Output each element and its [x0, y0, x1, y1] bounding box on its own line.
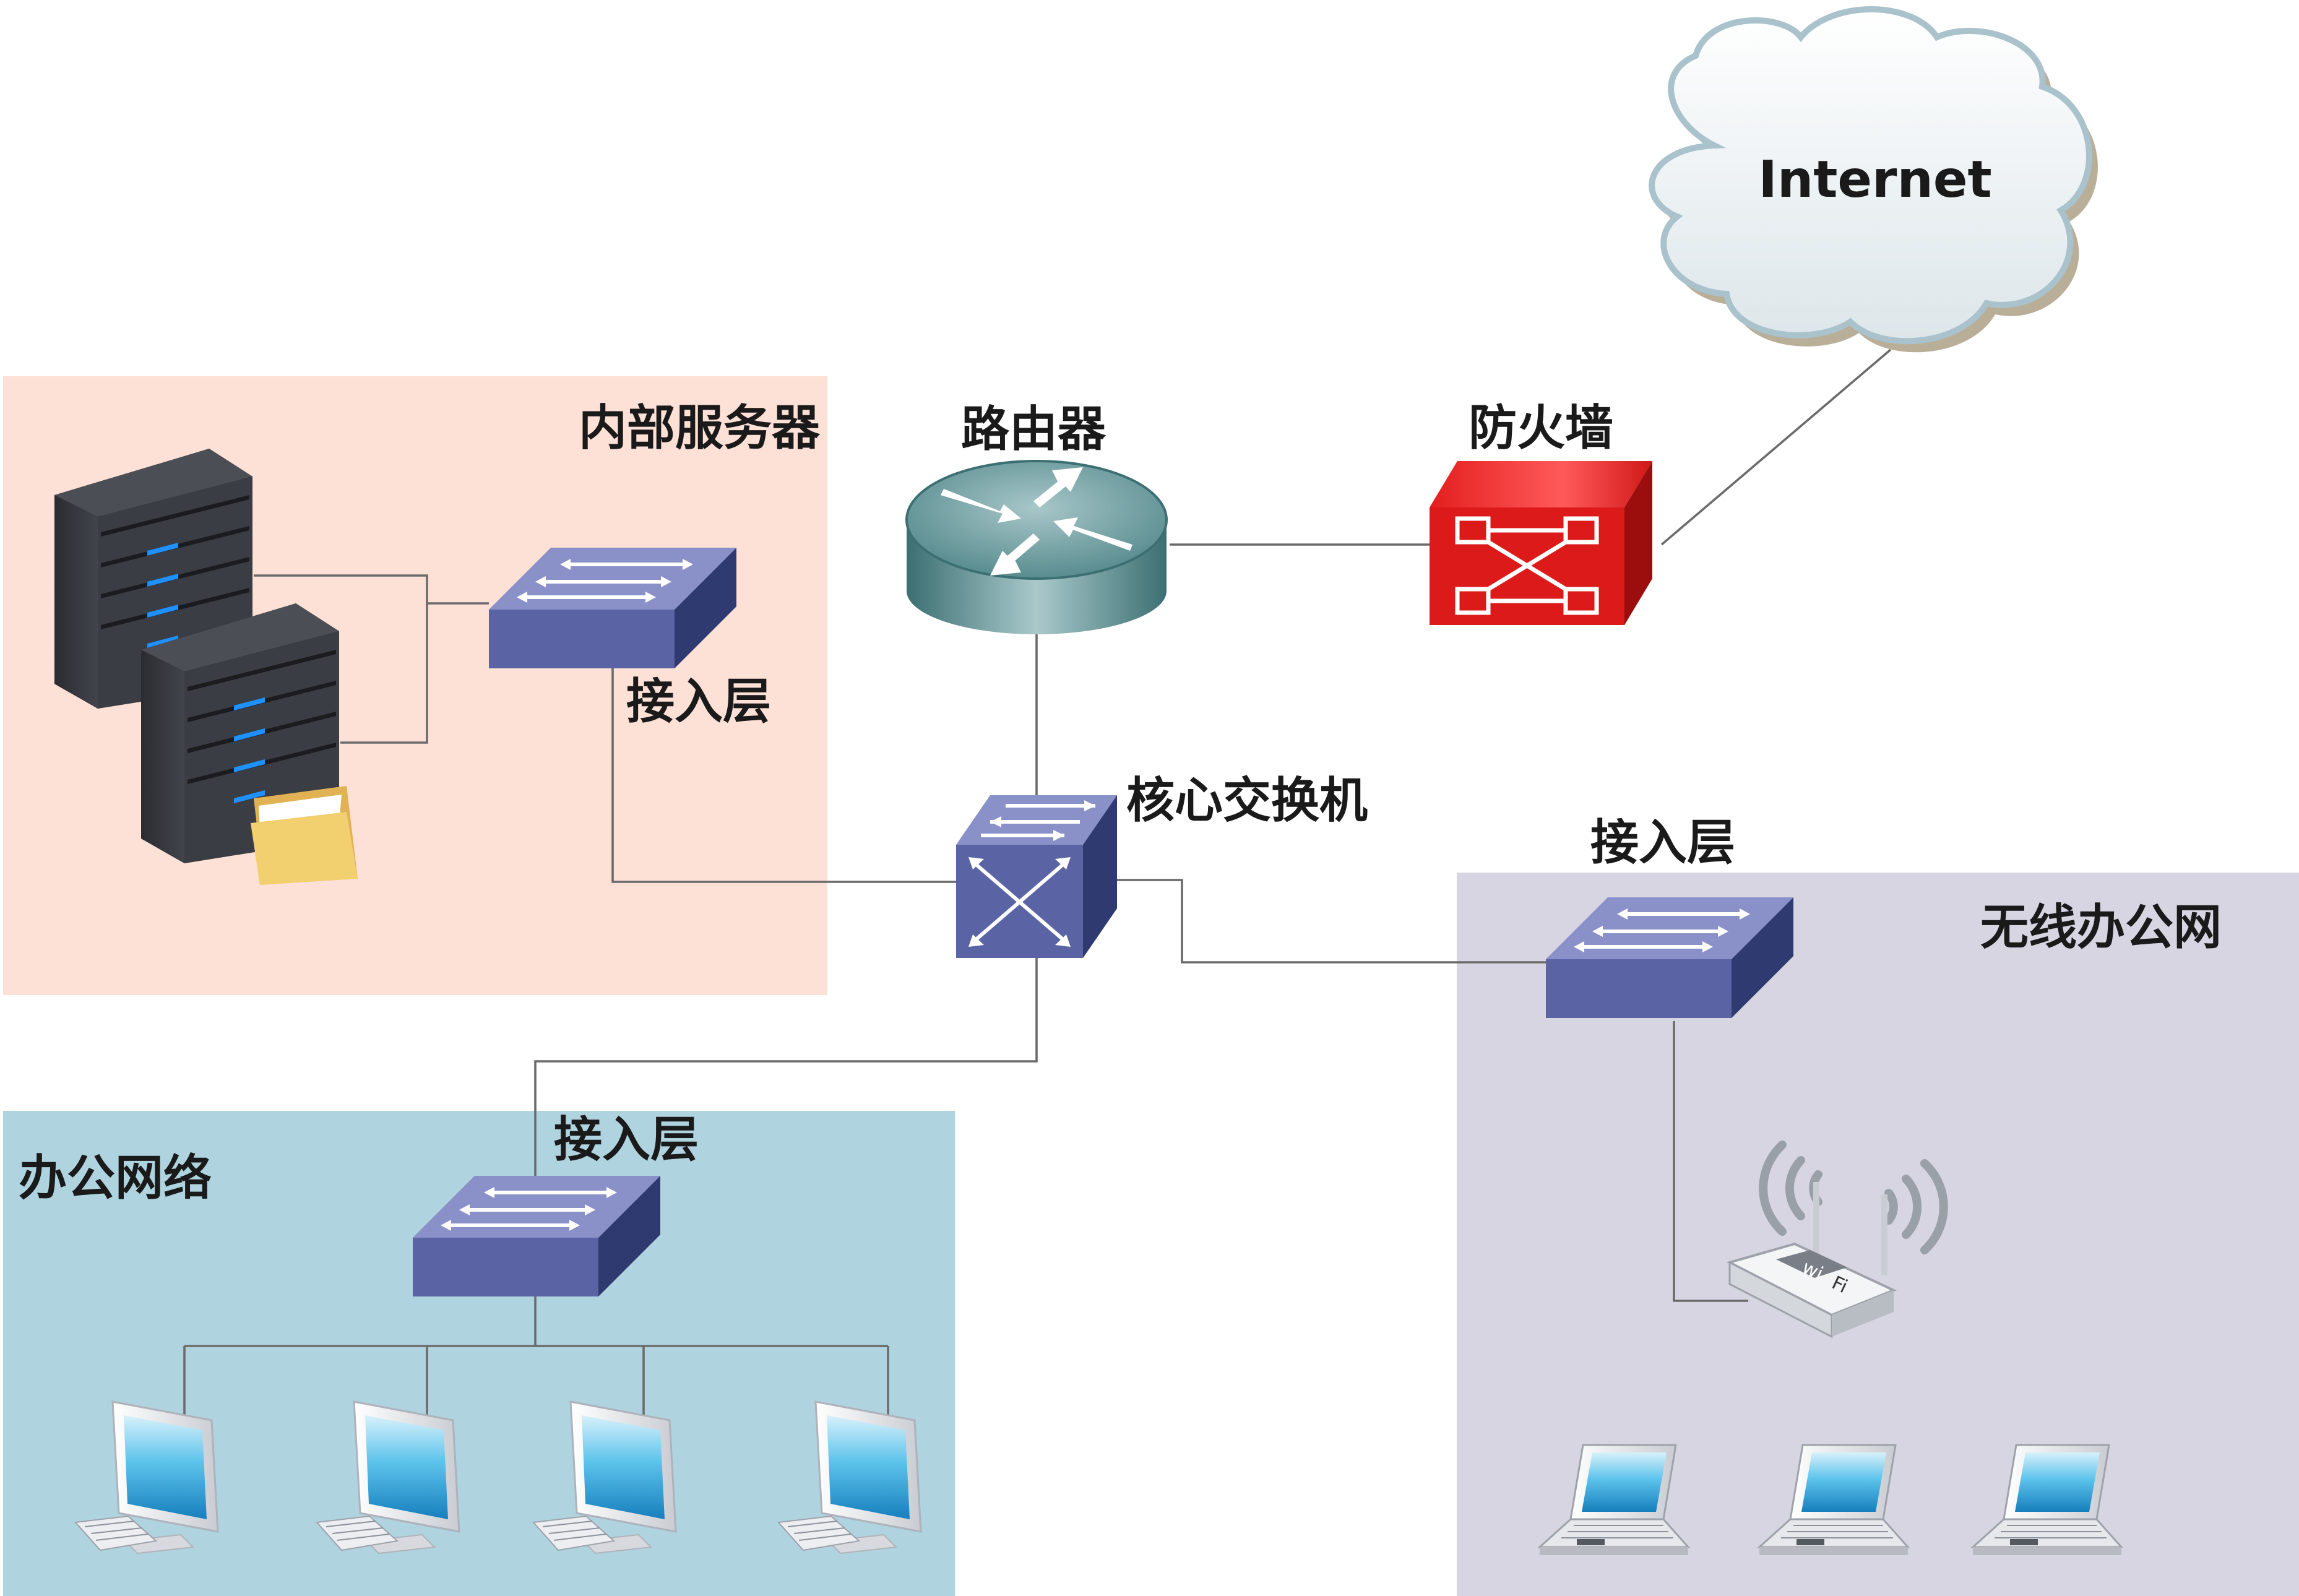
office-access-label: 接入层	[554, 1112, 699, 1168]
link-firewall-internet	[1660, 348, 1892, 546]
wifi-router-icon: wi Fi	[1726, 1141, 1948, 1339]
wireless-zone-title: 无线办公网	[1980, 900, 2222, 955]
link-server1-switch	[254, 574, 489, 605]
cloud-icon	[1649, 6, 2098, 353]
folder-icon	[251, 786, 358, 885]
server-zone-title: 内部服务器	[579, 400, 821, 456]
link-server2-switch	[340, 603, 428, 744]
link-core-wireless-access	[1117, 879, 1550, 964]
server-access-label: 接入层	[626, 674, 771, 730]
firewall-label: 防火墙	[1469, 400, 1613, 456]
link-core-office-access	[534, 956, 1038, 1179]
firewall-icon	[1430, 461, 1652, 625]
wireless-access-label: 接入层	[1590, 815, 1735, 871]
internet-label: Internet	[1758, 150, 1991, 209]
connections	[183, 348, 1892, 1417]
router-label: 路由器	[961, 402, 1106, 457]
router-icon	[905, 460, 1168, 634]
core-switch-label: 核心交换机	[1126, 773, 1368, 829]
link-wireless-access-wifi	[1673, 1021, 1748, 1302]
core-switch-icon	[956, 795, 1117, 958]
office-zone-title: 办公网络	[19, 1150, 212, 1206]
link-server-access-core	[611, 668, 956, 883]
